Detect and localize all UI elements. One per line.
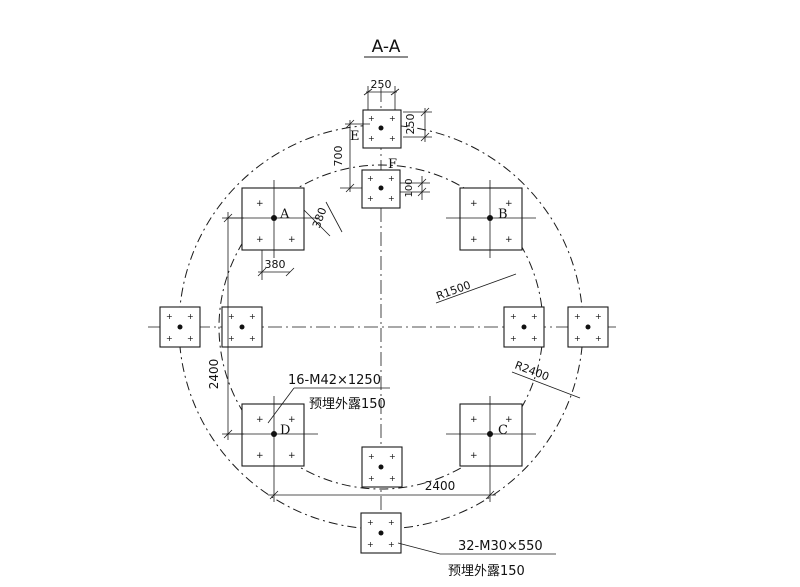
svg-text:+: + [388, 194, 395, 203]
dim-380-diag-text: 380 [310, 206, 329, 230]
svg-text:+: + [388, 540, 395, 549]
svg-text:+: + [228, 334, 235, 343]
svg-text:+: + [256, 451, 264, 461]
dim-380-h: 380 [257, 250, 295, 280]
svg-text:+: + [288, 235, 296, 245]
svg-text:+: + [595, 334, 602, 343]
svg-text:+: + [256, 235, 264, 245]
plate-right-outer: + + + + [567, 306, 609, 348]
svg-text:+: + [470, 235, 478, 245]
svg-text:+: + [470, 199, 478, 209]
dim-250-side: 250 [403, 107, 432, 142]
svg-text:+: + [367, 518, 374, 527]
svg-text:+: + [166, 312, 173, 321]
dim-100: 100 [400, 176, 430, 200]
point-label-c: C [498, 423, 508, 438]
plate-e: + + + + [362, 109, 402, 149]
dim-700-text: 700 [332, 146, 345, 167]
dim-250-side-text: 250 [404, 114, 417, 135]
svg-text:+: + [574, 312, 581, 321]
svg-text:+: + [367, 174, 374, 183]
svg-text:+: + [389, 134, 396, 143]
svg-text:+: + [367, 194, 374, 203]
svg-text:+: + [256, 199, 264, 209]
bolt2-note: 预埋外露150 [448, 564, 525, 579]
plate-left-inner: + + + + [221, 306, 263, 348]
svg-text:+: + [531, 334, 538, 343]
svg-text:+: + [470, 451, 478, 461]
svg-text:+: + [510, 334, 517, 343]
svg-text:+: + [368, 134, 375, 143]
svg-text:+: + [288, 415, 296, 425]
dim-250-top-text: 250 [371, 78, 392, 91]
r1500-text: R1500 [435, 278, 473, 302]
radius-r2400: R2400 [511, 359, 581, 399]
svg-text:+: + [368, 114, 375, 123]
svg-text:+: + [249, 312, 256, 321]
svg-text:+: + [187, 334, 194, 343]
svg-text:+: + [228, 312, 235, 321]
point-label-a: A [279, 207, 290, 222]
plate-d: + + + + [226, 396, 318, 474]
dim-380-h-text: 380 [265, 258, 286, 271]
dim-2400-v: 2400 [207, 212, 244, 440]
section-title: A-A [372, 37, 401, 57]
svg-text:+: + [249, 334, 256, 343]
svg-text:+: + [505, 199, 513, 209]
plate-c: + + + [446, 396, 536, 474]
svg-text:+: + [368, 452, 375, 461]
svg-text:+: + [288, 451, 296, 461]
plate-f: + + + + [361, 169, 401, 209]
plate-b: + + + + [446, 180, 536, 258]
dim-2400-v-text: 2400 [207, 359, 221, 390]
svg-text:+: + [505, 415, 513, 425]
dim-250-top: 250 [363, 78, 400, 110]
svg-text:+: + [470, 415, 478, 425]
svg-text:+: + [595, 312, 602, 321]
bolt2-spec: 32-M30×550 [458, 539, 543, 554]
point-label-e: E [350, 129, 360, 144]
dim-700: 700 [332, 119, 370, 193]
svg-text:+: + [389, 474, 396, 483]
svg-text:+: + [256, 415, 264, 425]
svg-text:+: + [505, 235, 513, 245]
svg-text:+: + [510, 312, 517, 321]
plate-bottom-outer: + + + + [360, 512, 402, 554]
point-label-b: B [498, 207, 508, 222]
plate-left-outer: + + + + [159, 306, 201, 348]
svg-text:+: + [388, 518, 395, 527]
svg-text:+: + [389, 452, 396, 461]
plate-bottom-inner: + + + + [361, 446, 403, 488]
radius-r1500: R1500 [435, 273, 517, 304]
svg-text:+: + [166, 334, 173, 343]
svg-text:+: + [574, 334, 581, 343]
bolt1-spec: 16-M42×1250 [288, 373, 381, 388]
dim-380-diag: 380 [303, 201, 343, 237]
svg-text:+: + [367, 540, 374, 549]
point-label-d: D [280, 423, 290, 438]
bolt-note-1: 16-M42×1250 预埋外露150 [267, 373, 390, 424]
bolt-note-2: 32-M30×550 预埋外露150 [397, 539, 556, 579]
svg-text:+: + [531, 312, 538, 321]
point-label-f: F [388, 157, 397, 172]
dim-2400-h-text: 2400 [425, 479, 456, 493]
svg-text:+: + [187, 312, 194, 321]
plate-right-inner: + + + + [503, 306, 545, 348]
dim-100-text: 100 [404, 178, 415, 197]
plate-a: + + + [226, 180, 318, 258]
dim-2400-h: 2400 [268, 474, 496, 502]
svg-text:+: + [368, 474, 375, 483]
bolt1-note: 预埋外露150 [309, 397, 386, 412]
svg-text:+: + [389, 114, 396, 123]
svg-text:+: + [388, 174, 395, 183]
